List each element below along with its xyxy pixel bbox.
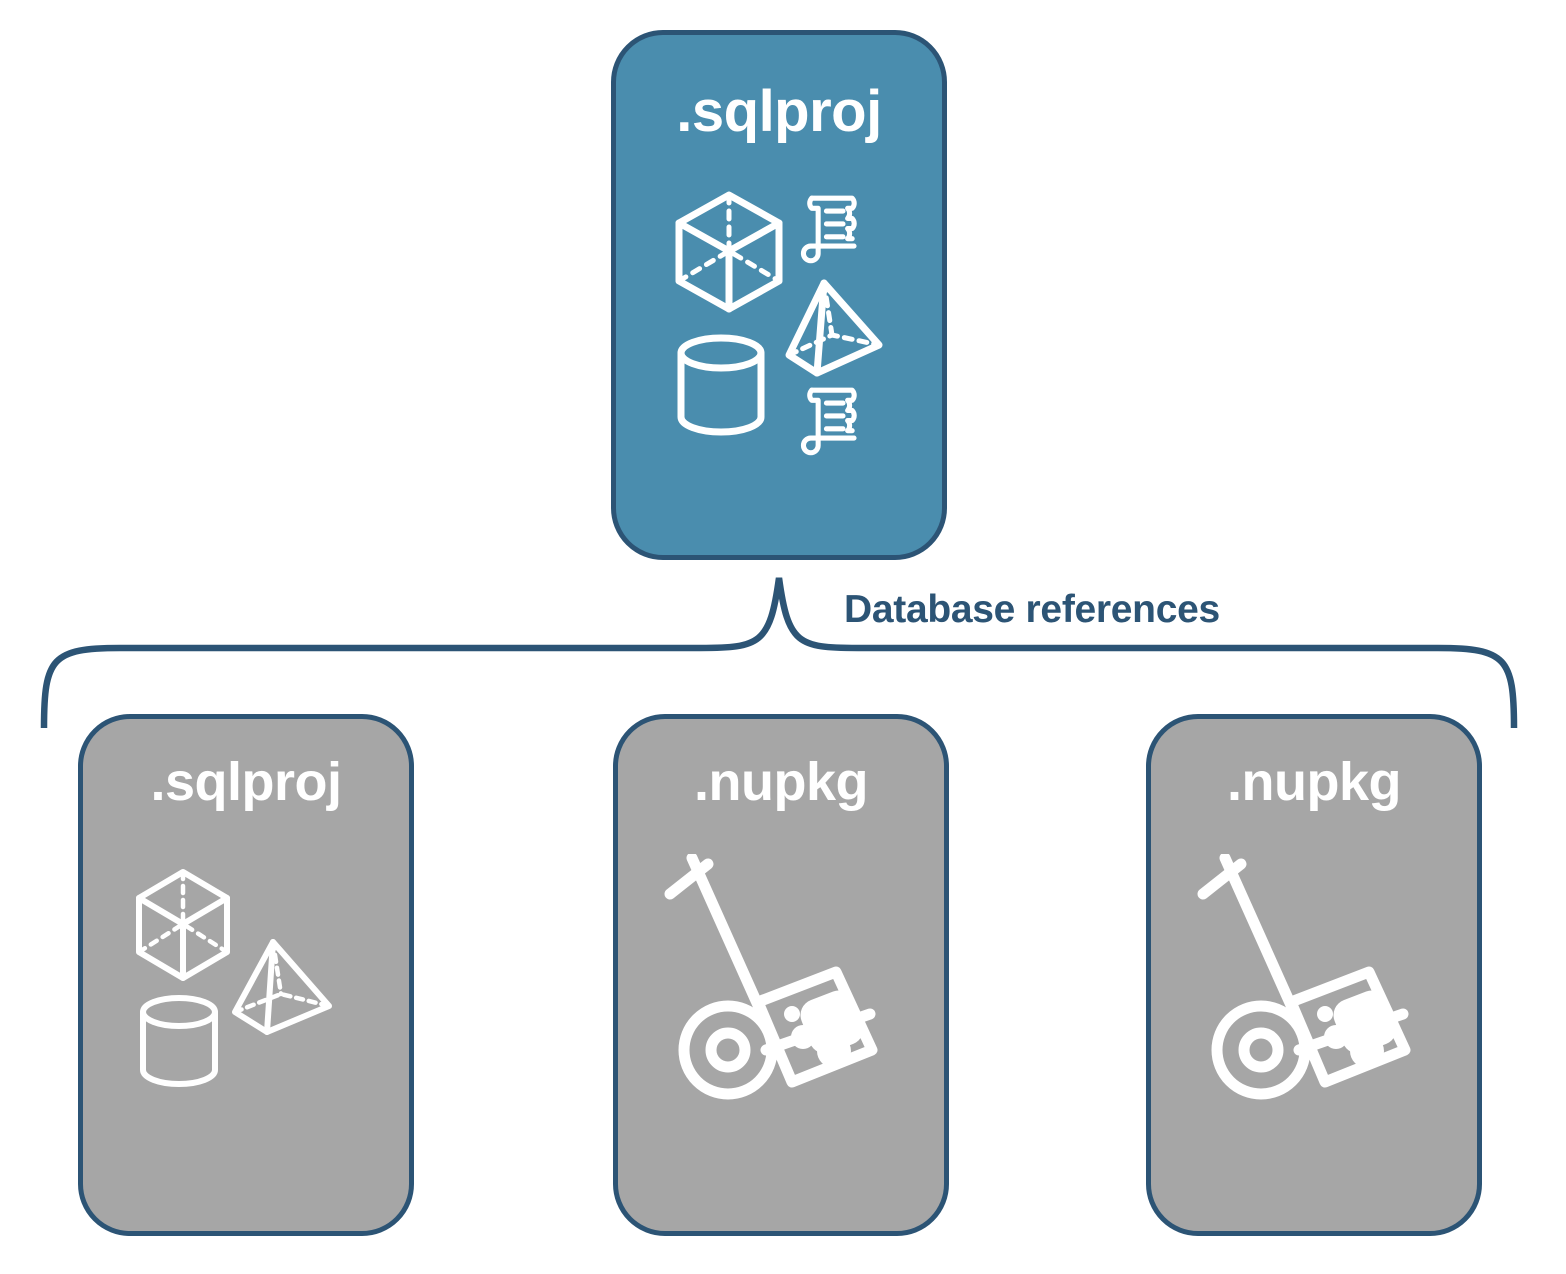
- nupkg-reference-1-artwork: [664, 854, 878, 1100]
- node-root-label: .sqlproj: [676, 79, 882, 144]
- cube-icon: [675, 191, 783, 313]
- scroll-icon: [800, 195, 857, 264]
- nuget-logo-icon: [1317, 990, 1397, 1068]
- cylinder-icon: [677, 334, 765, 436]
- nuget-logo-icon: [784, 990, 864, 1068]
- root-node-artwork: [675, 191, 883, 456]
- cylinder-icon: [140, 995, 218, 1087]
- database-references-brace: [40, 577, 1518, 728]
- node-sqlproj-reference-label: .sqlproj: [150, 752, 342, 812]
- nupkg-reference-2-artwork: [1197, 854, 1411, 1100]
- node-root-sqlproj[interactable]: .sqlproj: [611, 30, 947, 560]
- scroll-icon: [800, 387, 857, 456]
- node-nupkg-reference-1[interactable]: .nupkg: [613, 714, 949, 1236]
- node-sqlproj-reference[interactable]: .sqlproj: [78, 714, 414, 1236]
- sqlproj-reference-artwork: [136, 869, 332, 1087]
- connector-label: Database references: [844, 588, 1220, 631]
- node-nupkg-reference-2-label: .nupkg: [1227, 752, 1401, 812]
- node-nupkg-reference-2[interactable]: .nupkg: [1146, 714, 1482, 1236]
- pyramid-icon: [785, 279, 883, 377]
- pyramid-icon: [232, 939, 332, 1035]
- node-nupkg-reference-1-label: .nupkg: [694, 752, 868, 812]
- cube-icon: [136, 869, 230, 981]
